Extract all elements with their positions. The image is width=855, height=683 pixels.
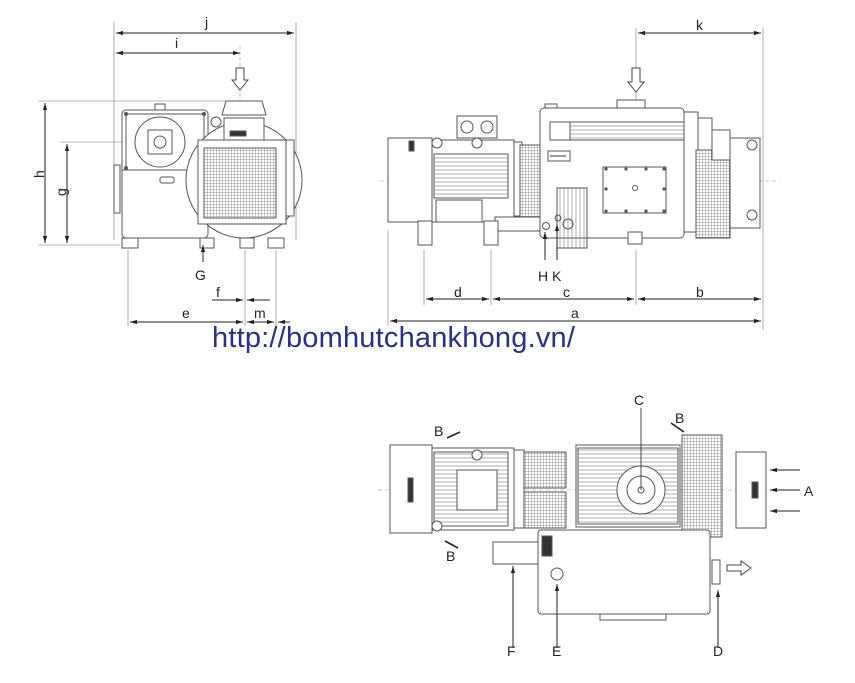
conn-label-B-left-upper: B <box>434 423 443 439</box>
end-view <box>38 22 303 326</box>
front-view <box>380 28 780 330</box>
conn-label-C: C <box>634 392 644 408</box>
conn-label-G: G <box>195 267 206 283</box>
front-view-labels: k H K d c b a <box>454 17 704 321</box>
dim-label-h: h <box>31 170 47 178</box>
dim-label-m: m <box>254 305 266 321</box>
dim-label-i: i <box>175 35 178 51</box>
dim-label-c: c <box>563 284 570 300</box>
conn-label-A: A <box>804 483 814 499</box>
dim-label-f: f <box>216 284 220 300</box>
dim-label-j: j <box>204 14 208 30</box>
conn-label-D: D <box>713 643 723 659</box>
conn-label-H: H <box>538 268 548 284</box>
conn-label-F: F <box>507 643 516 659</box>
dim-label-d: d <box>454 284 462 300</box>
conn-label-E: E <box>552 643 561 659</box>
top-view <box>378 408 800 648</box>
dim-label-k: k <box>696 17 704 33</box>
dim-label-g: g <box>53 188 69 196</box>
dim-label-e: e <box>182 305 190 321</box>
conn-label-B-left-lower: B <box>446 548 455 564</box>
watermark-url[interactable]: http://bomhutchankhong.vn/ <box>212 322 576 354</box>
conn-label-K: K <box>552 268 562 284</box>
end-view-labels: j i h g G f e m <box>31 14 266 321</box>
top-view-labels: C B B B A F E D <box>434 392 814 659</box>
conn-label-B-top: B <box>675 410 684 426</box>
dim-label-a: a <box>571 305 579 321</box>
dim-label-b: b <box>696 284 704 300</box>
